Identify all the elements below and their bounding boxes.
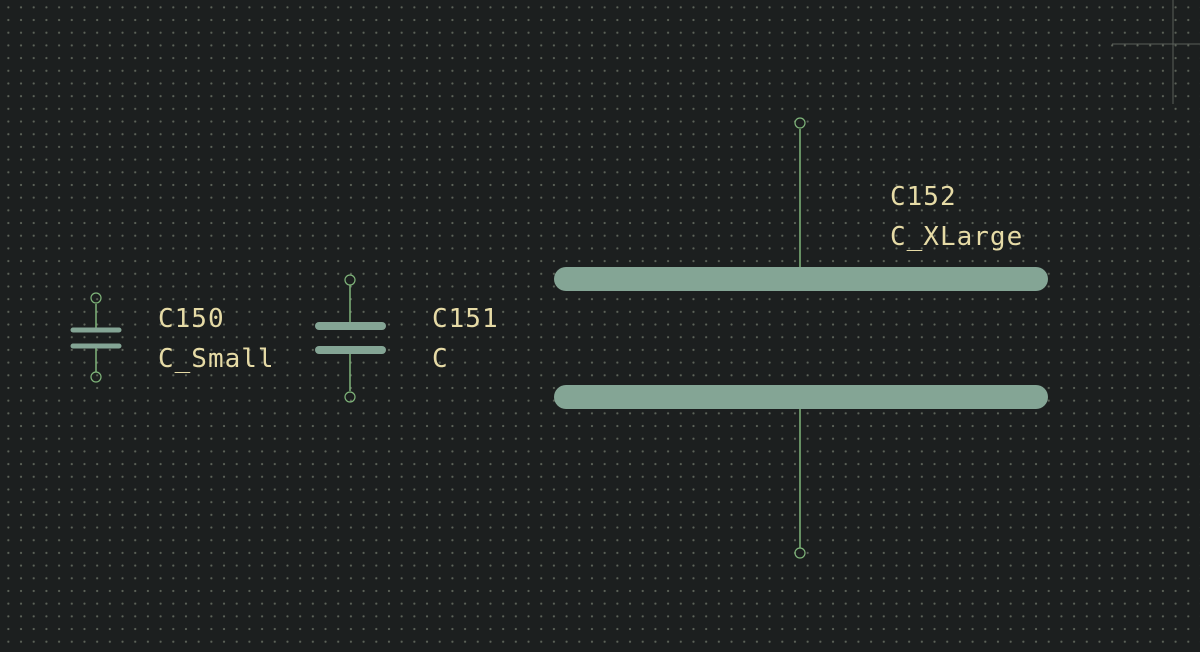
c152-pin-top-terminal[interactable]	[794, 117, 806, 129]
capacitor-c151-symbol[interactable]	[315, 274, 386, 403]
c150-pin-bottom-terminal[interactable]	[90, 371, 102, 383]
c151-reference-label[interactable]: C151	[432, 304, 499, 334]
crosshair-cursor-icon	[1112, 0, 1200, 104]
c152-value-label[interactable]: C_XLarge	[890, 222, 1024, 252]
c150-pin-top-terminal[interactable]	[90, 292, 102, 304]
c150-value-label[interactable]: C_Small	[158, 344, 275, 374]
c151-pin-top-terminal[interactable]	[344, 274, 356, 286]
c150-reference-label[interactable]: C150	[158, 304, 225, 334]
c151-pin-bottom-terminal[interactable]	[344, 391, 356, 403]
capacitor-c152-symbol[interactable]	[554, 117, 1048, 559]
c152-pin-bottom-terminal[interactable]	[794, 547, 806, 559]
c151-value-label[interactable]: C	[432, 344, 449, 374]
c152-reference-label[interactable]: C152	[890, 182, 957, 212]
capacitor-c150-symbol[interactable]	[70, 292, 122, 383]
